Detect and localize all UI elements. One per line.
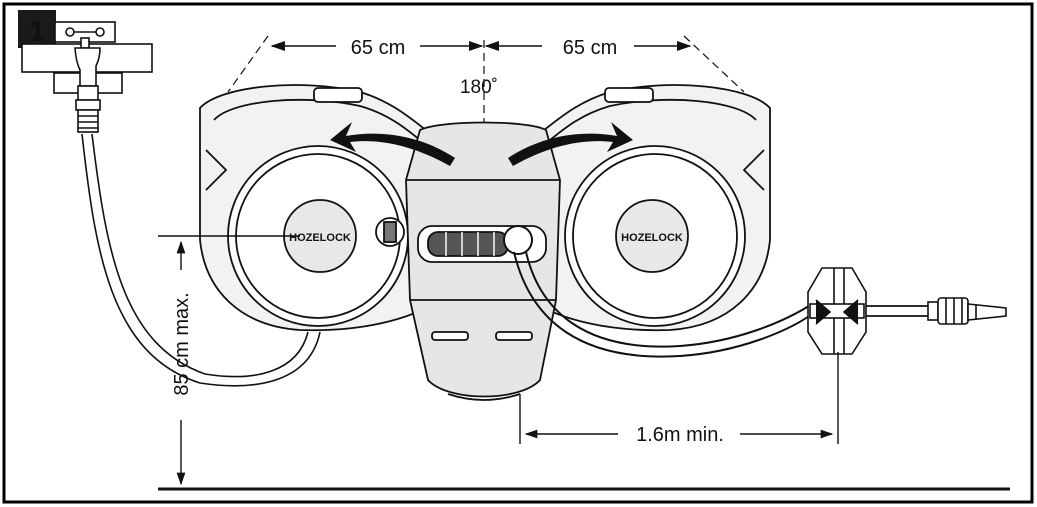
rotation-arrow-icon: [330, 122, 633, 166]
brand-logo-left: HOZELOCK: [289, 232, 351, 244]
inlet-hose: [81, 133, 321, 387]
width-right-label: 65 cm: [563, 37, 617, 59]
wall-guide-icon: [807, 267, 867, 355]
outlet-hose: [503, 225, 928, 358]
step-badge: 1: [18, 10, 56, 48]
hose-connector-icon: [927, 297, 1007, 325]
brand-logo-right: HOZELOCK: [621, 232, 683, 244]
height-max-label: 85 cm max.: [171, 292, 193, 395]
height-dimension: [158, 235, 300, 486]
step-number: 1: [29, 16, 45, 48]
rotation-label: 180˚: [460, 77, 498, 98]
distance-min-label: 1.6m min.: [636, 424, 724, 446]
distance-dimension: [519, 352, 839, 444]
hose-reel-icon: [199, 84, 771, 401]
width-left-label: 65 cm: [351, 37, 405, 59]
tap-icon: [21, 21, 153, 133]
